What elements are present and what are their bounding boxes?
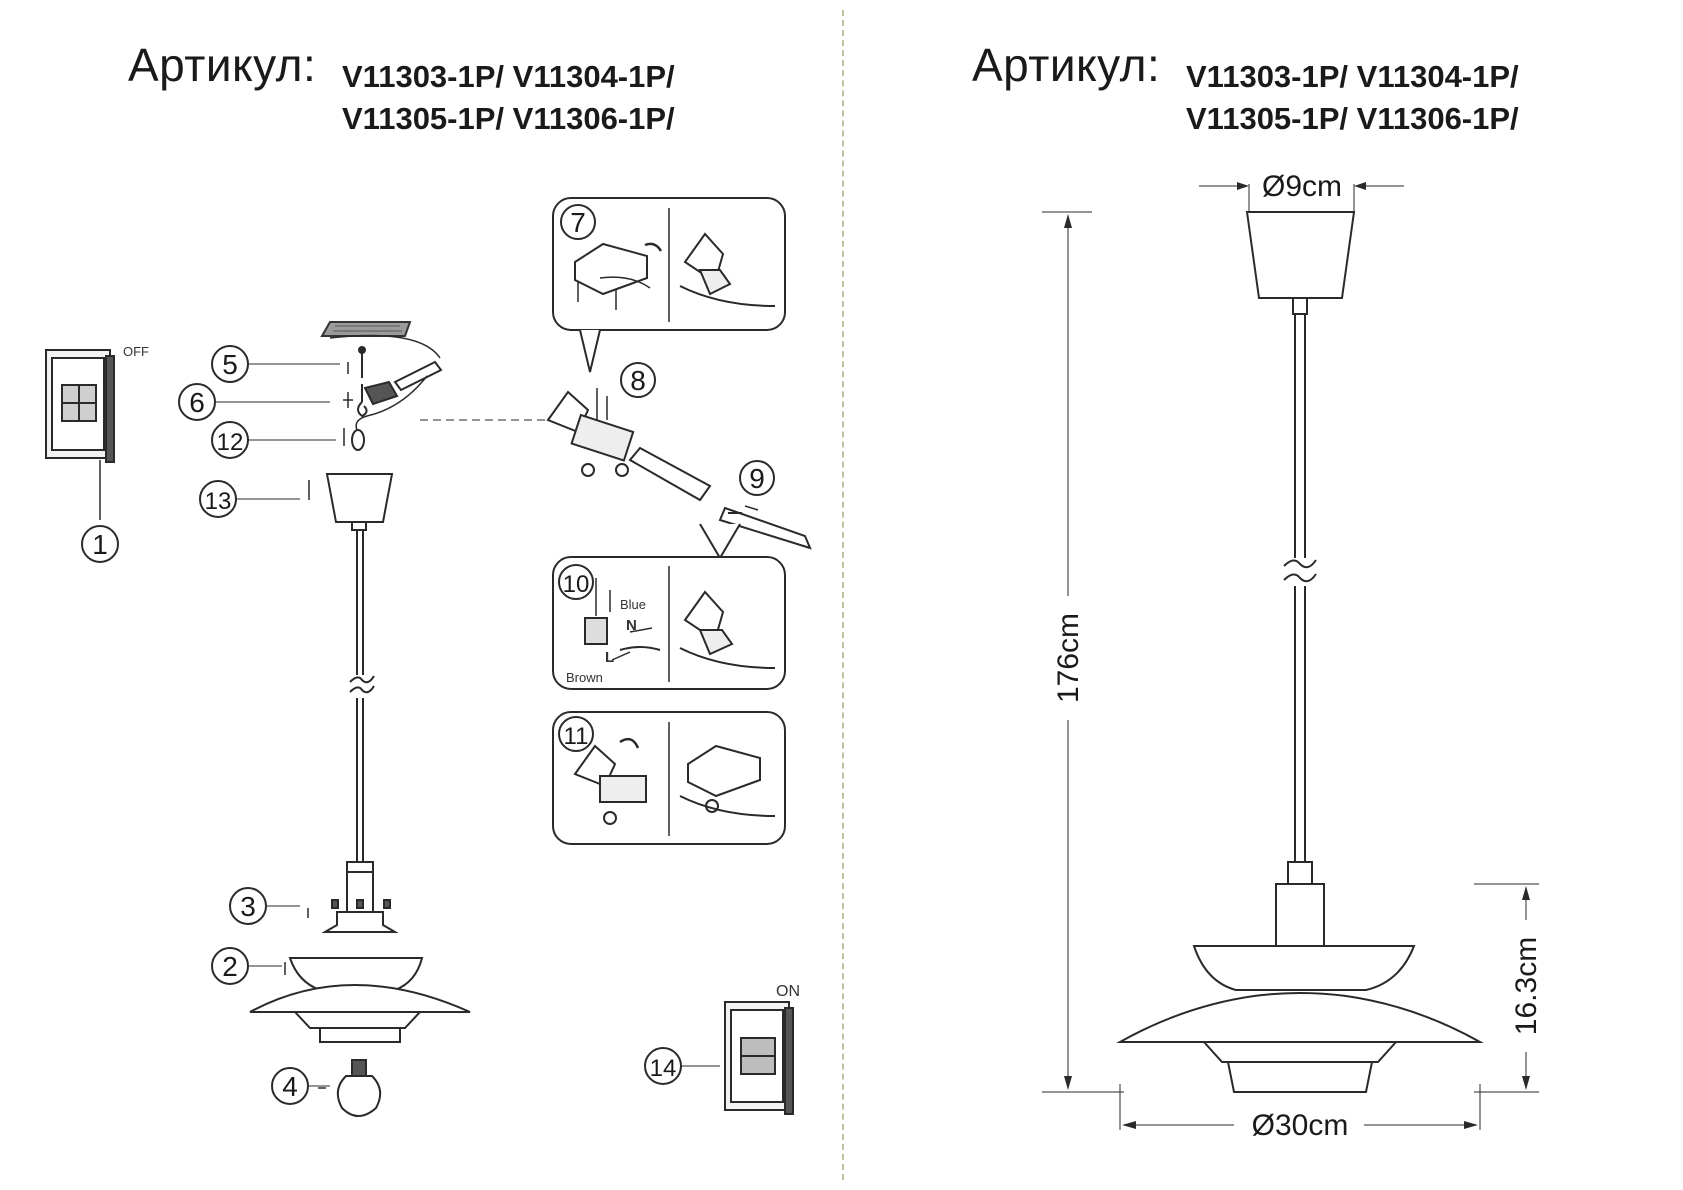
panel-divider: [842, 10, 844, 1180]
shade-icon: [249, 957, 471, 1043]
holder-body: [1275, 883, 1325, 947]
live-label: L: [605, 649, 614, 666]
holder-neck: [1287, 861, 1313, 885]
inset-step-7: [552, 197, 786, 373]
canopy-diameter-text: Ø9cm: [1262, 170, 1342, 203]
article-codes-right-line1: V11303-1P/ V11304-1P/: [1186, 59, 1519, 94]
callout-11-number: 11: [564, 723, 589, 750]
canopy-shape: [1245, 211, 1356, 299]
cable-shape: [1283, 314, 1317, 862]
dimensions-header: Артикул: V11303-1P/ V11304-1P/ V11305-1P…: [972, 38, 1519, 136]
wire-blue-label: Blue: [620, 597, 646, 612]
callout-6-number: 6: [189, 387, 205, 418]
wire-brown-label: Brown: [566, 670, 603, 685]
callout-7-number: 7: [570, 207, 586, 238]
shade-shape: [1116, 945, 1484, 1093]
callout-14: [644, 1047, 720, 1085]
shade-diameter-text: Ø30cm: [1252, 1109, 1349, 1142]
callout-14-number: 14: [650, 1055, 677, 1082]
shade-height-text: 16.3cm: [1510, 937, 1543, 1035]
connector-block-icon: [546, 362, 712, 502]
article-codes-right: V11303-1P/ V11304-1P/ V11305-1P/ V11306-…: [1186, 56, 1519, 140]
switch-off-icon: [45, 349, 115, 520]
shade-height-dimension: [1474, 883, 1539, 1093]
canopy-icon: [308, 473, 394, 531]
total-height-dimension: [1042, 211, 1124, 1093]
ceiling-plate-icon: [320, 321, 412, 337]
shade-holder-icon: [307, 861, 399, 933]
callout-2: [211, 947, 282, 985]
callout-1-number: 1: [92, 529, 108, 560]
callout-2-number: 2: [222, 951, 238, 982]
inset-step-10: [552, 523, 786, 690]
assembly-header: Артикул: V11303-1P/ V11304-1P/ V11305-1P…: [128, 38, 675, 136]
inset-step-11: [552, 711, 786, 845]
shade-diameter-dimension: [1119, 1084, 1481, 1130]
canopy-diameter-dimension: [1199, 182, 1404, 212]
assembly-diagram: OFF: [45, 197, 812, 1117]
callout-4: [271, 1067, 330, 1105]
neutral-label: N: [626, 617, 637, 634]
callout-5-number: 5: [222, 349, 238, 380]
article-label-right: Артикул:: [972, 39, 1161, 91]
mounting-hardware-icon: [329, 334, 443, 451]
article-codes: V11303-1P/ V11304-1P/ V11305-1P/ V11306-…: [342, 56, 675, 140]
light-bulb-icon: [318, 1059, 382, 1117]
article-label: Артикул:: [128, 39, 317, 91]
switch-off-label: OFF: [123, 344, 149, 359]
article-codes-line1: V11303-1P/ V11304-1P/: [342, 59, 675, 94]
callout-5: [211, 345, 340, 383]
callout-4-number: 4: [282, 1071, 298, 1102]
callout-13: [199, 480, 300, 518]
switch-on-label: ON: [776, 983, 800, 1000]
callout-6: [178, 383, 330, 421]
callout-3: [229, 887, 300, 925]
article-codes-right-line2: V11305-1P/ V11306-1P/: [1186, 101, 1519, 136]
dimensions-panel: Артикул: V11303-1P/ V11304-1P/ V11305-1P…: [844, 0, 1683, 1190]
article-codes-line2: V11305-1P/ V11306-1P/: [342, 101, 675, 136]
total-height-text: 176cm: [1052, 613, 1085, 703]
assembly-panel: Артикул: V11303-1P/ V11304-1P/ V11305-1P…: [0, 0, 840, 1190]
wire-join-icon: [718, 460, 812, 550]
callout-10-number: 10: [563, 571, 590, 598]
callout-13-number: 13: [205, 488, 232, 515]
callout-12-number: 12: [217, 429, 244, 456]
switch-on-icon: [724, 1001, 794, 1115]
callout-9-number: 9: [749, 463, 765, 494]
canopy-cap: [1292, 297, 1308, 315]
callout-1: [81, 525, 119, 563]
dimension-drawing: Ø9cm 176cm 16.3cm Ø30cm: [1042, 170, 1543, 1142]
cable-icon: [349, 530, 375, 862]
callout-8-number: 8: [630, 365, 646, 396]
callout-12: [211, 421, 336, 459]
callout-3-number: 3: [240, 891, 256, 922]
